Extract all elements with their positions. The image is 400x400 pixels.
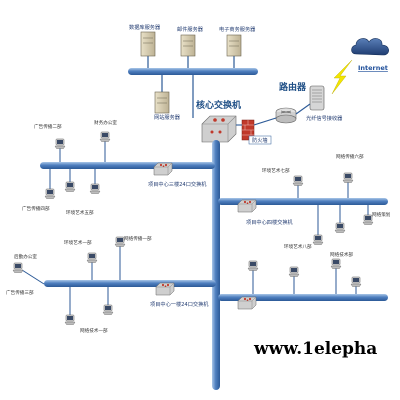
server1-label: 数据库服务器 xyxy=(129,23,161,31)
server3-label: 电子商务服务器 xyxy=(219,25,256,33)
pc-ad1-label: 广告传播二部 xyxy=(34,123,62,130)
switch-1f-icon xyxy=(155,282,175,296)
router-icon xyxy=(275,107,297,124)
pc-net6-label: 网络传播六部 xyxy=(336,153,364,160)
bus-lower-right xyxy=(218,294,388,301)
sw-3f-label: 项目中心三楼24口交换机 xyxy=(148,180,207,188)
pc-icon xyxy=(86,252,98,263)
pc-icon xyxy=(288,266,300,277)
bus-3f xyxy=(40,162,215,169)
backbone-trunk xyxy=(212,140,220,390)
pc-net-tech-label: 网络传播一部 xyxy=(124,235,152,242)
internet-cloud-icon xyxy=(351,38,389,56)
core-switch-label: 核心交换机 xyxy=(196,99,241,111)
firewall-label-box xyxy=(248,135,272,145)
fiber-receiver-icon xyxy=(309,85,325,111)
firewall-icon xyxy=(241,119,255,141)
pc-net-design-label: 网络策划 xyxy=(372,211,391,218)
internet-label: Internet xyxy=(358,64,388,72)
pc-icon xyxy=(102,304,114,315)
pc-ad2-label: 广告传播四部 xyxy=(22,205,50,212)
pc-env-art1-label: 环境艺术一部 xyxy=(64,239,92,246)
server2-label: 邮件服务器 xyxy=(177,25,204,33)
bus-1f xyxy=(44,280,216,287)
pc-icon xyxy=(99,131,111,142)
pc-icon xyxy=(64,181,76,192)
pc-net-dept-label: 网络技术一部 xyxy=(80,327,108,334)
pc-icon xyxy=(64,314,76,325)
pc-icon xyxy=(334,222,346,233)
pc-env7-label: 环境艺术七部 xyxy=(262,167,290,174)
switch-4f-icon xyxy=(237,199,257,213)
lightning-icon xyxy=(331,59,353,95)
server4-label: 网站服务器 xyxy=(154,113,181,121)
pc-ad3-label: 广告传播三部 xyxy=(6,289,34,296)
sw-1f-label: 项目中心一楼24口交换机 xyxy=(150,300,209,308)
bus-4f xyxy=(218,198,388,205)
watermark-text: www.1elepha xyxy=(253,339,377,359)
server-bus xyxy=(128,68,258,75)
mail-server-icon xyxy=(180,34,196,57)
pc-icon xyxy=(342,172,354,183)
pc-icon xyxy=(312,234,324,245)
sw-4f-label: 项目中心四楼交换机 xyxy=(246,218,294,226)
pc-icon xyxy=(292,175,304,186)
pc-icon xyxy=(350,276,362,287)
pc-art-label: 环境艺术五部 xyxy=(66,209,94,216)
switch-3f-icon xyxy=(153,162,173,176)
pc-icon xyxy=(54,138,66,149)
pc-env-art2-label: 环境艺术八部 xyxy=(284,243,312,250)
pc-icon xyxy=(330,258,342,269)
pc-icon xyxy=(89,183,101,194)
web-server-icon xyxy=(154,91,170,114)
pc-net-dept2-label: 网络技术部 xyxy=(330,251,353,258)
pc-icon xyxy=(12,262,24,273)
pc-ops-label: 后勤办公室 xyxy=(14,253,37,260)
database-server-icon xyxy=(140,31,156,57)
pc-icon xyxy=(247,260,259,271)
pc-office-label: 财务办公室 xyxy=(94,119,117,126)
pc-icon xyxy=(44,188,56,199)
core-switch-icon xyxy=(201,115,237,143)
fiber-receiver-label: 光纤信号接收器 xyxy=(306,114,343,122)
router-label: 路由器 xyxy=(279,81,307,93)
ecommerce-server-icon xyxy=(226,34,242,57)
switch-lower-right-icon xyxy=(237,296,257,310)
firewall-label: 防火墙 xyxy=(252,136,268,144)
